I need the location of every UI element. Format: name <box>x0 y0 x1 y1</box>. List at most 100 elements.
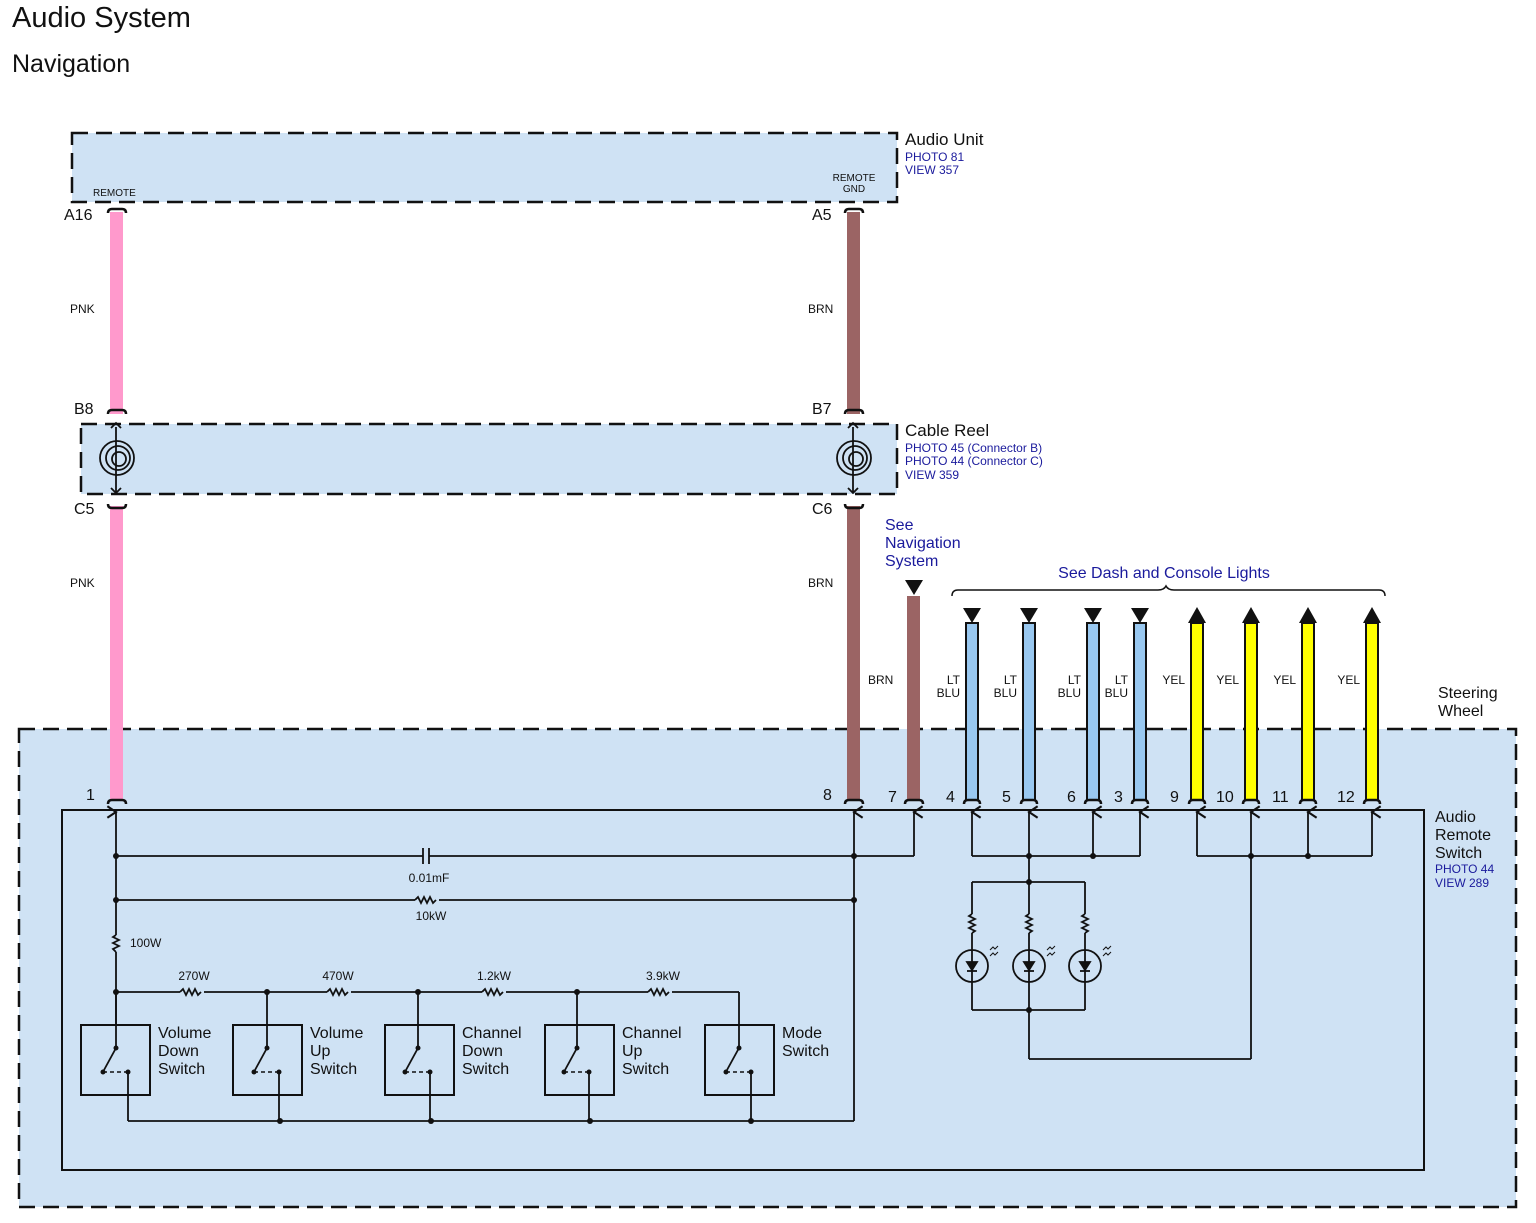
wire-yel <box>1365 622 1379 801</box>
wire-label-brn-3: BRN <box>868 673 893 687</box>
switch-label: Down <box>462 1043 503 1060</box>
wire-pnk-upper <box>110 212 123 414</box>
switch-label: Channel <box>622 1025 682 1042</box>
steering-wheel-label-1: Steering <box>1438 685 1498 702</box>
junction-dot <box>1026 853 1032 859</box>
junction-dot <box>1305 853 1311 859</box>
resistor-470-value: 470W <box>322 969 354 983</box>
nav-arrow-down-icon <box>905 580 923 595</box>
arrow-down-icon <box>1084 608 1102 623</box>
wire-lt-blu <box>1133 622 1147 801</box>
switch-label: Switch <box>462 1061 509 1078</box>
pin-label-remote-gnd-2: GND <box>843 184 865 195</box>
wire-label-yel: YEL <box>1337 673 1360 687</box>
connector-b8: B8 <box>74 401 94 418</box>
arrow-up-icon <box>1242 607 1260 623</box>
audio-unit-ref-photo: PHOTO 81 <box>905 150 964 164</box>
pin-1: 1 <box>86 787 95 804</box>
internal-circuit <box>113 812 1372 1122</box>
switch-label: Channel <box>462 1025 522 1042</box>
wire-yel <box>1301 622 1315 801</box>
audio-remote-switch-box <box>61 809 1425 1171</box>
wire-lt-blu <box>1022 622 1036 801</box>
junction-dot <box>1248 853 1254 859</box>
nav-ref-2: Navigation <box>885 535 961 552</box>
wire-pnk-lower <box>110 506 123 800</box>
resistor-3-9k-value: 3.9kW <box>646 969 681 983</box>
pin-6: 6 <box>1067 789 1076 806</box>
wire-label-lt: LT <box>1115 673 1129 687</box>
pin-5: 5 <box>1002 789 1011 806</box>
pin-label-remote: REMOTE <box>93 188 136 199</box>
pin-bracket <box>1083 798 1103 805</box>
page-title: Audio System <box>12 2 191 34</box>
pin-bracket <box>1298 798 1318 805</box>
pin-bracket <box>962 798 982 805</box>
switch-label: Volume <box>158 1025 211 1042</box>
pin-3: 3 <box>1114 789 1123 806</box>
connector-c5: C5 <box>74 501 95 518</box>
wire-brn-nav <box>907 596 920 800</box>
wire-label-yel: YEL <box>1216 673 1239 687</box>
steering-wheel-label-2: Wheel <box>1438 703 1483 720</box>
ars-ref-view: VIEW 289 <box>1435 876 1489 890</box>
page-subtitle: Navigation <box>12 50 131 78</box>
arrow-down-icon <box>963 608 981 623</box>
pin-bracket <box>1019 798 1039 805</box>
resistor-270-value: 270W <box>178 969 210 983</box>
pin-11: 11 <box>1272 789 1289 806</box>
arrow-down-icon <box>1020 608 1038 623</box>
wire-label-blu: BLU <box>1058 686 1081 700</box>
wire-brn-upper <box>847 212 860 414</box>
cable-reel-ref-3: VIEW 359 <box>905 468 959 482</box>
switch-label: Up <box>310 1043 331 1060</box>
junction-dot <box>428 1118 434 1124</box>
cable-reel-ref-1: PHOTO 45 (Connector B) <box>905 441 1042 455</box>
connector-brackets <box>106 207 865 510</box>
wire-brn-lower <box>847 506 860 800</box>
pin-4: 4 <box>946 789 955 806</box>
pin-10: 10 <box>1216 789 1234 806</box>
led <box>1068 882 1112 1010</box>
ars-ref-photo: PHOTO 44 <box>1435 862 1494 876</box>
led <box>955 882 999 1010</box>
wire-label-lt: LT <box>947 673 961 687</box>
cable-reel-ref-2: PHOTO 44 (Connector C) <box>905 454 1043 468</box>
switch-array: VolumeDownSwitchVolumeUpSwitchChannelDow… <box>80 992 829 1121</box>
pin-label-remote-gnd-1: REMOTE <box>833 173 876 184</box>
nav-ref-3: System <box>885 553 938 570</box>
wire-label-blu: BLU <box>1105 686 1128 700</box>
wire-lt-blu <box>1086 622 1100 801</box>
pin-bracket <box>1362 798 1382 805</box>
pin-12: 12 <box>1337 789 1355 806</box>
arrow-up-icon <box>1363 607 1381 623</box>
wire-lt-blu <box>965 622 979 801</box>
wire-label-brn-2: BRN <box>808 576 833 590</box>
cable-reel-coil-left <box>99 421 135 495</box>
cable-reel-label: Cable Reel <box>905 421 989 440</box>
switch-label: Switch <box>158 1061 205 1078</box>
switch-label: Volume <box>310 1025 363 1042</box>
led <box>1012 882 1056 1010</box>
junction-dot <box>113 853 119 859</box>
junction-dot <box>851 897 857 903</box>
nav-ref-1: See <box>885 517 914 534</box>
switch-label: Up <box>622 1043 643 1060</box>
wire-label-pnk-1: PNK <box>70 302 95 316</box>
resistor-100-value: 100W <box>130 936 162 950</box>
pin-bracket <box>1130 798 1150 805</box>
ars-label-2: Remote <box>1435 827 1491 844</box>
pin-bracket <box>1241 798 1261 805</box>
wire-label-lt: LT <box>1004 673 1018 687</box>
connector-b7: B7 <box>812 401 832 418</box>
audio-unit-ref-view: VIEW 357 <box>905 163 959 177</box>
switch-label: Switch <box>782 1043 829 1060</box>
arrow-up-icon <box>1299 607 1317 623</box>
resistor-1-2k-value: 1.2kW <box>477 969 512 983</box>
